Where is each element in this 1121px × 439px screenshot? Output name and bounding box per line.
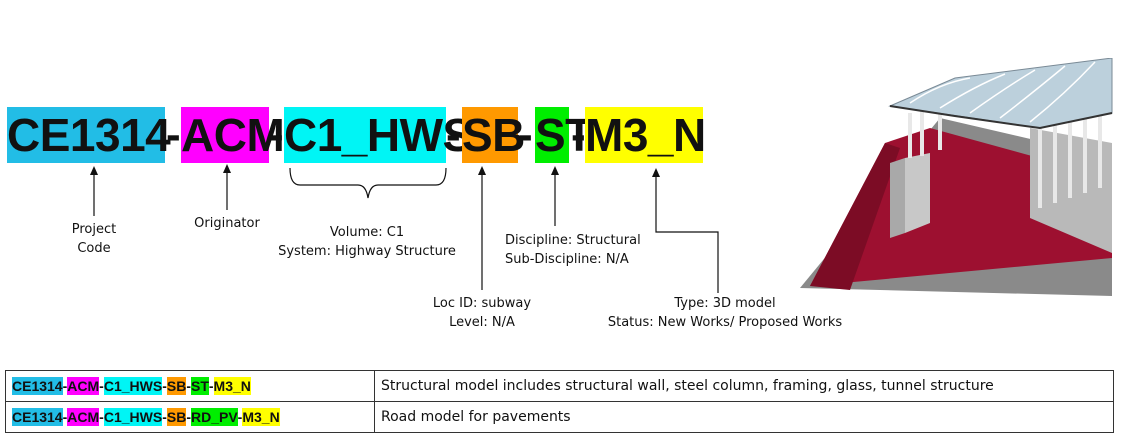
code-examples-table: CE1314-ACM-C1_HWS-SB-ST-M3_N Structural … [5, 370, 1114, 433]
segment-volume-system: C1_HWS [284, 107, 473, 163]
code-chip: ACM [67, 408, 100, 426]
segment-location: SB [462, 107, 525, 163]
description-cell: Structural model includes structural wal… [374, 370, 1114, 402]
originator-label: Originator [194, 216, 260, 231]
code-chip: C1_HWS [103, 408, 163, 426]
code-chip: M3_N [242, 408, 280, 426]
separator: - [269, 110, 284, 159]
arrowhead [90, 166, 98, 175]
code-chip: C1_HWS [103, 377, 163, 395]
separator: - [166, 110, 181, 159]
code-chip: SB [166, 408, 187, 426]
separator: - [446, 110, 461, 159]
code-chip: ST [190, 377, 209, 395]
segment-originator: ACM [181, 107, 285, 163]
separator: - [571, 110, 586, 159]
code-chip: SB [166, 377, 187, 395]
code-cell: CE1314-ACM-C1_HWS-SB-ST-M3_N [5, 370, 375, 402]
arrowhead [652, 168, 660, 177]
code-chip: CE1314 [12, 408, 63, 426]
segment-discipline: ST [535, 107, 593, 163]
3d-model-illustration [800, 58, 1113, 296]
separator: - [518, 110, 533, 159]
segment-project-code: CE1314 [7, 107, 171, 163]
description-cell: Road model for pavements [374, 401, 1114, 433]
table-row: CE1314-ACM-C1_HWS-SB-RD_PV-M3_N Road mod… [5, 401, 1114, 433]
code-cell: CE1314-ACM-C1_HWS-SB-RD_PV-M3_N [5, 401, 375, 433]
volume-bracket [289, 167, 447, 199]
arrowhead [551, 166, 559, 175]
arrowhead [478, 166, 486, 175]
segment-type-status: M3_N [585, 107, 706, 163]
table-row: CE1314-ACM-C1_HWS-SB-ST-M3_N Structural … [5, 370, 1114, 402]
code-chip: RD_PV [190, 408, 238, 426]
code-chip: M3_N [213, 377, 251, 395]
code-chip: CE1314 [12, 377, 63, 395]
arrowhead [223, 164, 231, 173]
type-arrow [655, 176, 719, 293]
code-chip: ACM [67, 377, 100, 395]
